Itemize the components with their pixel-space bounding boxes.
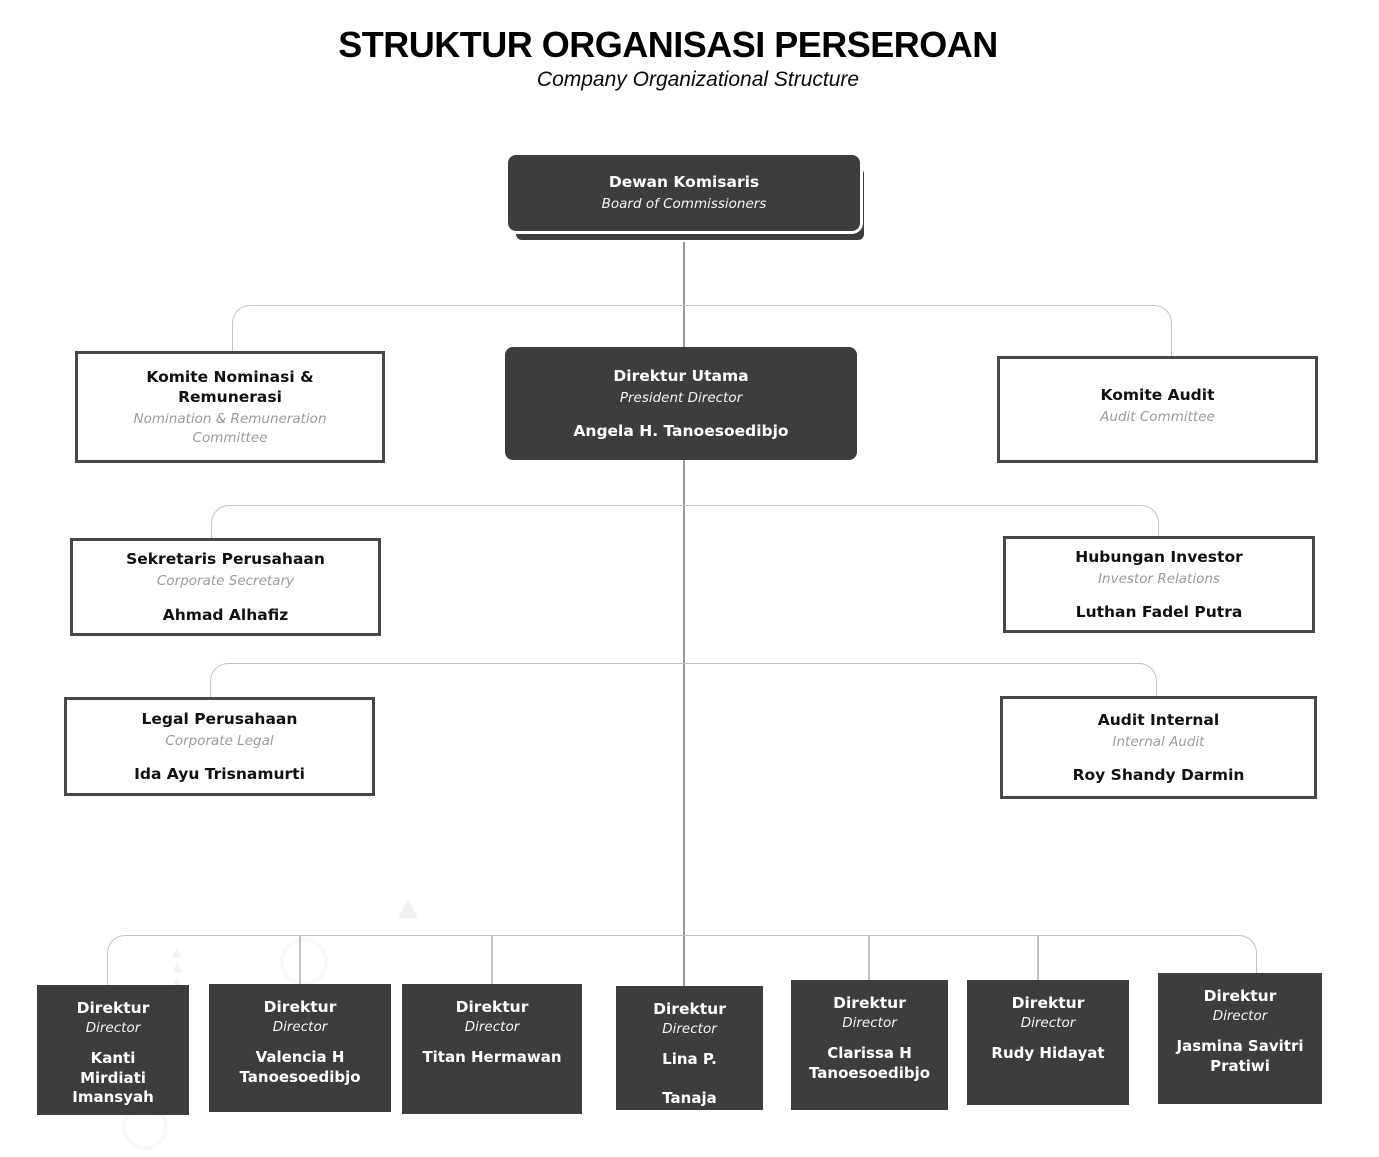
node-subtitle: Corporate Legal — [165, 732, 274, 749]
node-director-lina: Direktur Director Lina P. Tanaja — [616, 986, 763, 1110]
node-hubungan-investor: Hubungan Investor Investor Relations Lut… — [1003, 536, 1315, 633]
node-title: Direktur — [653, 1000, 726, 1018]
node-subtitle: Director — [272, 1019, 328, 1036]
node-person-name: Ida Ayu Trisnamurti — [134, 765, 305, 784]
node-title: Komite Nominasi & Remunerasi — [146, 368, 314, 407]
node-person-name: Valencia H Tanoesoedibjo — [239, 1048, 361, 1086]
connector-bracket-committees — [232, 305, 1172, 358]
node-title: Direktur — [833, 994, 906, 1012]
node-title: Legal Perusahaan — [141, 709, 298, 728]
node-direktur-utama: Direktur Utama President Director Angela… — [505, 347, 857, 460]
node-person-name: Ahmad Alhafiz — [162, 605, 289, 624]
node-legal-perusahaan: Legal Perusahaan Corporate Legal Ida Ayu… — [64, 697, 375, 796]
node-komite-audit: Komite Audit Audit Committee — [997, 356, 1318, 463]
node-title: Dewan Komisaris — [608, 173, 760, 192]
node-title: Direktur — [1011, 994, 1085, 1012]
watermark-triangles-icon: ▲ ▲ ▲ — [172, 945, 182, 990]
node-director-rudy: Direktur Director Rudy Hidayat — [967, 980, 1129, 1105]
node-director-clarissa: Direktur Director Clarissa H Tanoesoedib… — [791, 980, 948, 1110]
node-person-name: Titan Hermawan — [422, 1048, 562, 1067]
node-subtitle: Corporate Secretary — [156, 573, 295, 590]
node-subtitle: Director — [464, 1019, 520, 1036]
node-person-name: Luthan Fadel Putra — [1075, 603, 1243, 622]
node-director-titan: Direktur Director Titan Hermawan — [402, 984, 582, 1114]
node-director-kanti: Direktur Director Kanti Mirdiati Imansya… — [37, 985, 189, 1115]
node-title: Direktur — [76, 999, 150, 1017]
node-person-name: Angela H. Tanoesoedibjo — [573, 422, 789, 441]
node-person-name: Kanti Mirdiati Imansyah — [72, 1049, 154, 1107]
node-title: Direktur — [263, 998, 337, 1016]
connector-bracket-secretary-ir — [211, 505, 1159, 540]
node-person-name: Jasmina Savitri Pratiwi — [1176, 1037, 1304, 1075]
connector-dewan-to-direktur — [683, 242, 685, 348]
node-audit-internal: Audit Internal Internal Audit Roy Shandy… — [1000, 696, 1317, 799]
node-subtitle: Investor Relations — [1098, 570, 1220, 587]
connector-drop-director-2 — [299, 936, 301, 984]
node-title: Direktur Utama — [613, 366, 749, 385]
node-title: Audit Internal — [1097, 710, 1220, 729]
page-title: STRUKTUR ORGANISASI PERSEROAN — [338, 24, 998, 65]
connector-drop-director-5 — [868, 936, 870, 980]
node-person-name: Clarissa H Tanoesoedibjo — [808, 1044, 931, 1082]
node-subtitle: Board of Commissioners — [601, 196, 767, 213]
node-person-name: Roy Shandy Darmin — [1072, 766, 1245, 785]
node-title: Direktur — [1203, 987, 1277, 1005]
node-subtitle: Audit Committee — [1100, 409, 1215, 426]
connector-drop-director-6 — [1037, 936, 1039, 980]
node-subtitle: Director — [662, 1021, 717, 1038]
node-person-name: Rudy Hidayat — [991, 1044, 1105, 1063]
node-sekretaris-perusahaan: Sekretaris Perusahaan Corporate Secretar… — [70, 538, 381, 636]
node-title: Komite Audit — [1100, 386, 1215, 404]
node-title: Sekretaris Perusahaan — [126, 550, 325, 569]
node-komite-nominasi: Komite Nominasi & Remunerasi Nomination … — [75, 351, 385, 463]
connector-drop-director-3 — [491, 936, 493, 984]
node-person-name: Lina P. Tanaja — [662, 1050, 717, 1108]
node-title: Direktur — [455, 998, 529, 1016]
node-subtitle: Director — [1020, 1015, 1076, 1032]
watermark-arrow-icon: ▲ — [398, 892, 418, 922]
node-subtitle: Director — [1212, 1008, 1268, 1025]
connector-bracket-legal-audit — [210, 663, 1157, 699]
connector-direktur-center-line — [683, 460, 685, 986]
page-subtitle: Company Organizational Structure — [536, 68, 860, 91]
node-subtitle: Director — [85, 1020, 141, 1037]
node-dewan-komisaris: Dewan Komisaris Board of Commissioners — [508, 155, 860, 231]
node-subtitle: President Director — [619, 389, 743, 406]
connector-bracket-directors — [107, 935, 1257, 986]
node-subtitle: Internal Audit — [1112, 733, 1205, 750]
node-director-jasmina: Direktur Director Jasmina Savitri Pratiw… — [1158, 973, 1322, 1104]
node-director-valencia: Direktur Director Valencia H Tanoesoedib… — [209, 984, 391, 1112]
node-title: Hubungan Investor — [1075, 547, 1243, 566]
node-subtitle: Director — [842, 1015, 897, 1032]
node-subtitle: Nomination & Remuneration Committee — [133, 411, 327, 446]
